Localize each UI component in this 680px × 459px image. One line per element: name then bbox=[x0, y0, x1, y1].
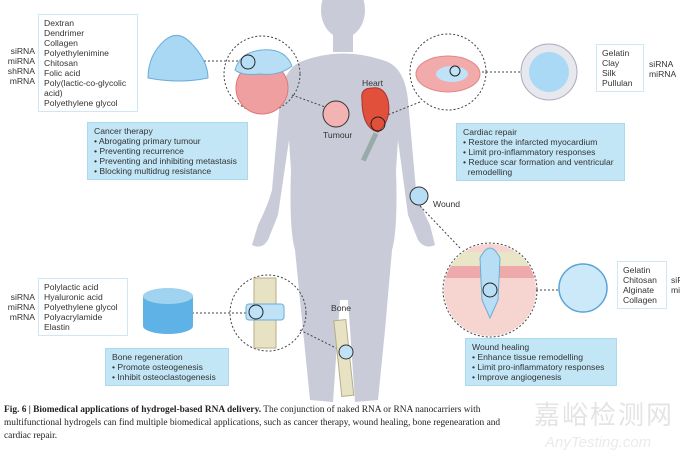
cardiac-zoom-icon bbox=[415, 55, 481, 93]
rna-type: siRNA bbox=[671, 275, 680, 285]
cancer-materials-box: Dextran Dendrimer Collagen Polyethylenim… bbox=[38, 14, 138, 112]
application-title: Cardiac repair bbox=[463, 127, 517, 137]
watermark-en: AnyTesting.com bbox=[545, 434, 652, 451]
application-point: • Preventing recurrence bbox=[94, 146, 184, 156]
wound-hydrogel-sphere-icon bbox=[558, 263, 608, 313]
rna-type: siRNA bbox=[10, 292, 35, 302]
human-body-silhouette bbox=[252, 0, 435, 402]
material: Collagen bbox=[623, 295, 657, 305]
material: Polyethylenimine bbox=[44, 48, 109, 58]
wound-zoom-icon bbox=[444, 244, 536, 336]
material: Alginate bbox=[623, 285, 655, 295]
material: Elastin bbox=[44, 322, 70, 332]
application-point: • Promote osteogenesis bbox=[112, 362, 203, 372]
wound-healing-box: Wound healing • Enhance tissue remodelli… bbox=[465, 338, 617, 386]
heart-icon bbox=[361, 87, 390, 133]
material: Polyethylene glycol bbox=[44, 98, 118, 108]
application-title: Wound healing bbox=[472, 342, 530, 352]
rna-type: miRNA bbox=[7, 302, 35, 312]
material: Dendrimer bbox=[44, 28, 85, 38]
application-point: • Restore the infarcted myocardium bbox=[463, 137, 598, 147]
bone-zoom-icon bbox=[245, 277, 285, 349]
application-point: • Limit pro-inflammatory responses bbox=[472, 362, 605, 372]
connector-lines bbox=[176, 33, 558, 352]
bone-regeneration-box: Bone regeneration • Promote osteogenesis… bbox=[105, 348, 229, 386]
material: Pullulan bbox=[602, 78, 633, 88]
material: Dextran bbox=[44, 18, 75, 28]
material: Polyethylene glycol bbox=[44, 302, 118, 312]
bone-scaffold-icon bbox=[143, 288, 193, 334]
application-point: • Limit pro-inflammatory responses bbox=[463, 147, 596, 157]
tumour-label: Tumour bbox=[323, 130, 353, 140]
tumour-zoom-icon bbox=[234, 49, 293, 115]
cancer-rna-list: siRNA miRNA shRNA mRNA bbox=[4, 46, 35, 86]
material: Silk bbox=[602, 68, 616, 78]
caption-label: Fig. 6 | Biomedical applications of hydr… bbox=[4, 405, 262, 415]
cardiac-rna-list: siRNA miRNA bbox=[649, 59, 676, 79]
material: Hyaluronic acid bbox=[44, 292, 103, 302]
application-point: • Inhibit osteoclastogenesis bbox=[112, 372, 216, 382]
wound-label: Wound bbox=[433, 199, 461, 209]
rna-type: miRNA bbox=[671, 285, 680, 295]
bone-label: Bone bbox=[331, 303, 352, 313]
application-point: • Abrogating primary tumour bbox=[94, 136, 201, 146]
cardiac-materials-box: Gelatin Clay Silk Pullulan bbox=[596, 44, 644, 92]
wound-site-icon bbox=[409, 186, 429, 206]
material: Polylactic acid bbox=[44, 282, 99, 292]
rna-type: mRNA bbox=[9, 76, 35, 86]
cardiac-repair-box: Cardiac repair • Restore the infarcted m… bbox=[456, 123, 625, 181]
rna-type: miRNA bbox=[649, 69, 677, 79]
figure-caption: Fig. 6 | Biomedical applications of hydr… bbox=[4, 404, 524, 443]
material: Chitosan bbox=[623, 275, 657, 285]
material: Gelatin bbox=[623, 265, 651, 275]
heart-label: Heart bbox=[362, 78, 384, 88]
material: Gelatin bbox=[602, 48, 630, 58]
application-point: • Preventing and inhibiting metastasis bbox=[94, 156, 237, 166]
application-point: remodelling bbox=[463, 167, 513, 177]
cancer-therapy-box: Cancer therapy • Abrogating primary tumo… bbox=[87, 122, 248, 180]
application-title: Bone regeneration bbox=[112, 352, 183, 362]
cancer-hydrogel-icon bbox=[147, 35, 209, 82]
wound-rna-list: siRNA miRNA bbox=[671, 275, 680, 295]
tumour-site-icon bbox=[322, 100, 350, 128]
rna-type: siRNA bbox=[649, 59, 674, 69]
application-point: • Improve angiogenesis bbox=[472, 372, 562, 382]
application-point: • Blocking multidrug resistance bbox=[94, 166, 212, 176]
material: Folic acid bbox=[44, 68, 81, 78]
caption-text: The conjunction of naked RNA or RNA nano… bbox=[4, 405, 501, 441]
rna-type: mRNA bbox=[9, 312, 35, 322]
rna-type: miRNA bbox=[7, 56, 35, 66]
wound-materials-box: Gelatin Chitosan Alginate Collagen bbox=[617, 261, 667, 309]
application-title: Cancer therapy bbox=[94, 126, 153, 136]
application-point: • Enhance tissue remodelling bbox=[472, 352, 583, 362]
cardiac-hydrogel-sphere-icon bbox=[520, 43, 578, 101]
leg-bone-icon bbox=[333, 319, 355, 397]
material: acid) bbox=[44, 88, 63, 98]
watermark-cn: 嘉峪检测网 bbox=[534, 400, 675, 430]
syringe-icon bbox=[361, 132, 379, 162]
bone-rna-list: siRNA miRNA mRNA bbox=[4, 292, 35, 322]
rna-type: siRNA bbox=[10, 46, 35, 56]
material: Polyacrylamide bbox=[44, 312, 103, 322]
rna-type: shRNA bbox=[7, 66, 35, 76]
material: Clay bbox=[602, 58, 620, 68]
application-point: • Reduce scar formation and ventricular bbox=[463, 157, 614, 167]
material: Chitosan bbox=[44, 58, 78, 68]
material: Poly(lactic-co-glycolic bbox=[44, 78, 127, 88]
bone-materials-box: Polylactic acid Hyaluronic acid Polyethy… bbox=[38, 278, 128, 336]
material: Collagen bbox=[44, 38, 78, 48]
